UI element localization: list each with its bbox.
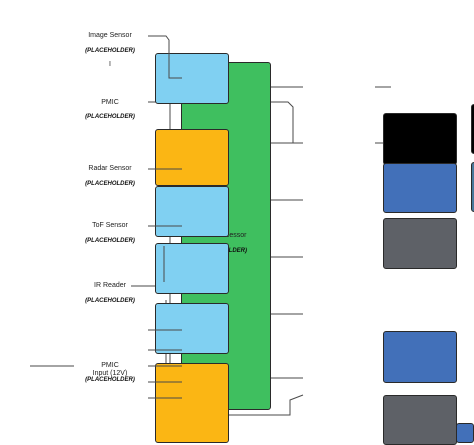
image-sensor-block	[155, 53, 229, 104]
radar-sensor-block	[155, 186, 229, 237]
pmic-bottom-label: PMIC	[101, 362, 119, 369]
teal-block-edge	[471, 162, 474, 212]
black-block-edge	[471, 104, 474, 154]
processor-sublabel: OLDER)	[224, 248, 247, 254]
gray-block-bottom	[383, 395, 457, 445]
radar-sensor-label: Radar Sensor	[88, 165, 132, 172]
tof-sensor-sublabel: (PLACEHOLDER)	[85, 238, 135, 244]
pmic-sublabel: (PLACEHOLDER)	[85, 114, 135, 120]
image-sensor-mark: I	[109, 61, 111, 68]
image-sensor-sublabel: (PLACEHOLDER)	[85, 48, 135, 54]
blue-block-edge	[456, 423, 474, 443]
processor-return-line	[271, 101, 294, 143]
pmic-block	[155, 129, 229, 186]
pmic-label: PMIC	[101, 99, 119, 106]
gray-block-top	[383, 218, 457, 269]
ir-reader-block	[155, 303, 229, 354]
tof-sensor-label: ToF Sensor	[92, 222, 128, 229]
pmic-bottom-block	[155, 363, 229, 443]
blue-block-top	[383, 163, 457, 213]
image-sensor-tip	[168, 50, 182, 79]
radar-sensor-sublabel: (PLACEHOLDER)	[85, 181, 135, 187]
tof-sensor-block	[155, 243, 229, 294]
input-12v-label: Input (12V)	[92, 370, 128, 377]
processor-label: ocessor	[222, 232, 247, 239]
blue-block-bottom	[383, 331, 457, 383]
image-sensor-label: Image Sensor	[88, 32, 132, 39]
ir-reader-sublabel: (PLACEHOLDER)	[85, 298, 135, 304]
black-block	[383, 113, 457, 165]
pmic-bottom-sublabel: (PLACEHOLDER)	[85, 377, 135, 383]
ir-reader-label: IR Reader	[94, 282, 126, 289]
